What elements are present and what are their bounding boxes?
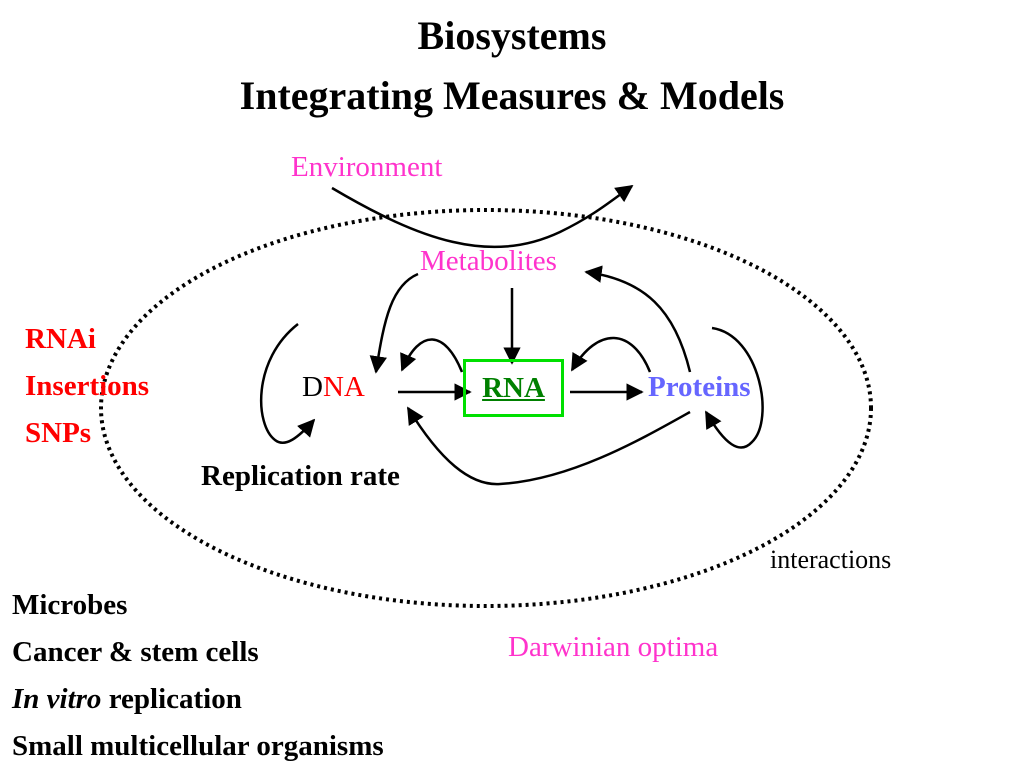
in-vitro-rest: replication <box>101 683 242 715</box>
darwinian-optima-label: Darwinian optima <box>508 631 719 663</box>
proteins-label: Proteins <box>648 371 751 403</box>
title-line-1: Biosystems <box>417 13 607 58</box>
replication-rate-label: Replication rate <box>201 460 400 492</box>
systems-cancer: Cancer & stem cells <box>12 636 259 668</box>
perturbation-snps: SNPs <box>25 417 92 449</box>
perturbation-insertions: Insertions <box>25 370 150 402</box>
perturbation-rnai: RNAi <box>25 323 96 355</box>
proteins-self-loop-arrow <box>704 326 764 449</box>
systems-small-organisms: Small multicellular organisms <box>12 730 384 762</box>
dna-label: DNA <box>302 370 365 404</box>
dna-self-loop-arrow <box>260 323 316 445</box>
title-line-2: Integrating Measures & Models <box>239 73 785 118</box>
in-vitro-italic: In vitro <box>12 683 102 715</box>
rna-label: RNA <box>482 372 545 404</box>
dna-label-na: NA <box>322 371 365 403</box>
rna-to-dna-feedback-arrow <box>400 338 464 373</box>
environment-arc <box>331 184 634 249</box>
dna-label-d: D <box>302 371 323 403</box>
metabolites-label: Metabolites <box>420 245 557 277</box>
rna-box: RNA <box>463 359 564 417</box>
metabolites-to-dna-arrow <box>369 272 419 374</box>
interactions-label: interactions <box>770 545 892 574</box>
proteins-to-dna-loop-arrow <box>406 406 691 486</box>
systems-microbes: Microbes <box>12 589 128 621</box>
systems-in-vitro: In vitro replication <box>12 676 384 723</box>
systems-list: Microbes Cancer & stem cells In vitro re… <box>12 582 384 770</box>
proteins-metabolites-arrow <box>584 265 692 373</box>
proteins-to-rna-feedback-arrow <box>570 336 652 373</box>
environment-label: Environment <box>291 151 443 183</box>
cell-boundary <box>99 208 873 608</box>
